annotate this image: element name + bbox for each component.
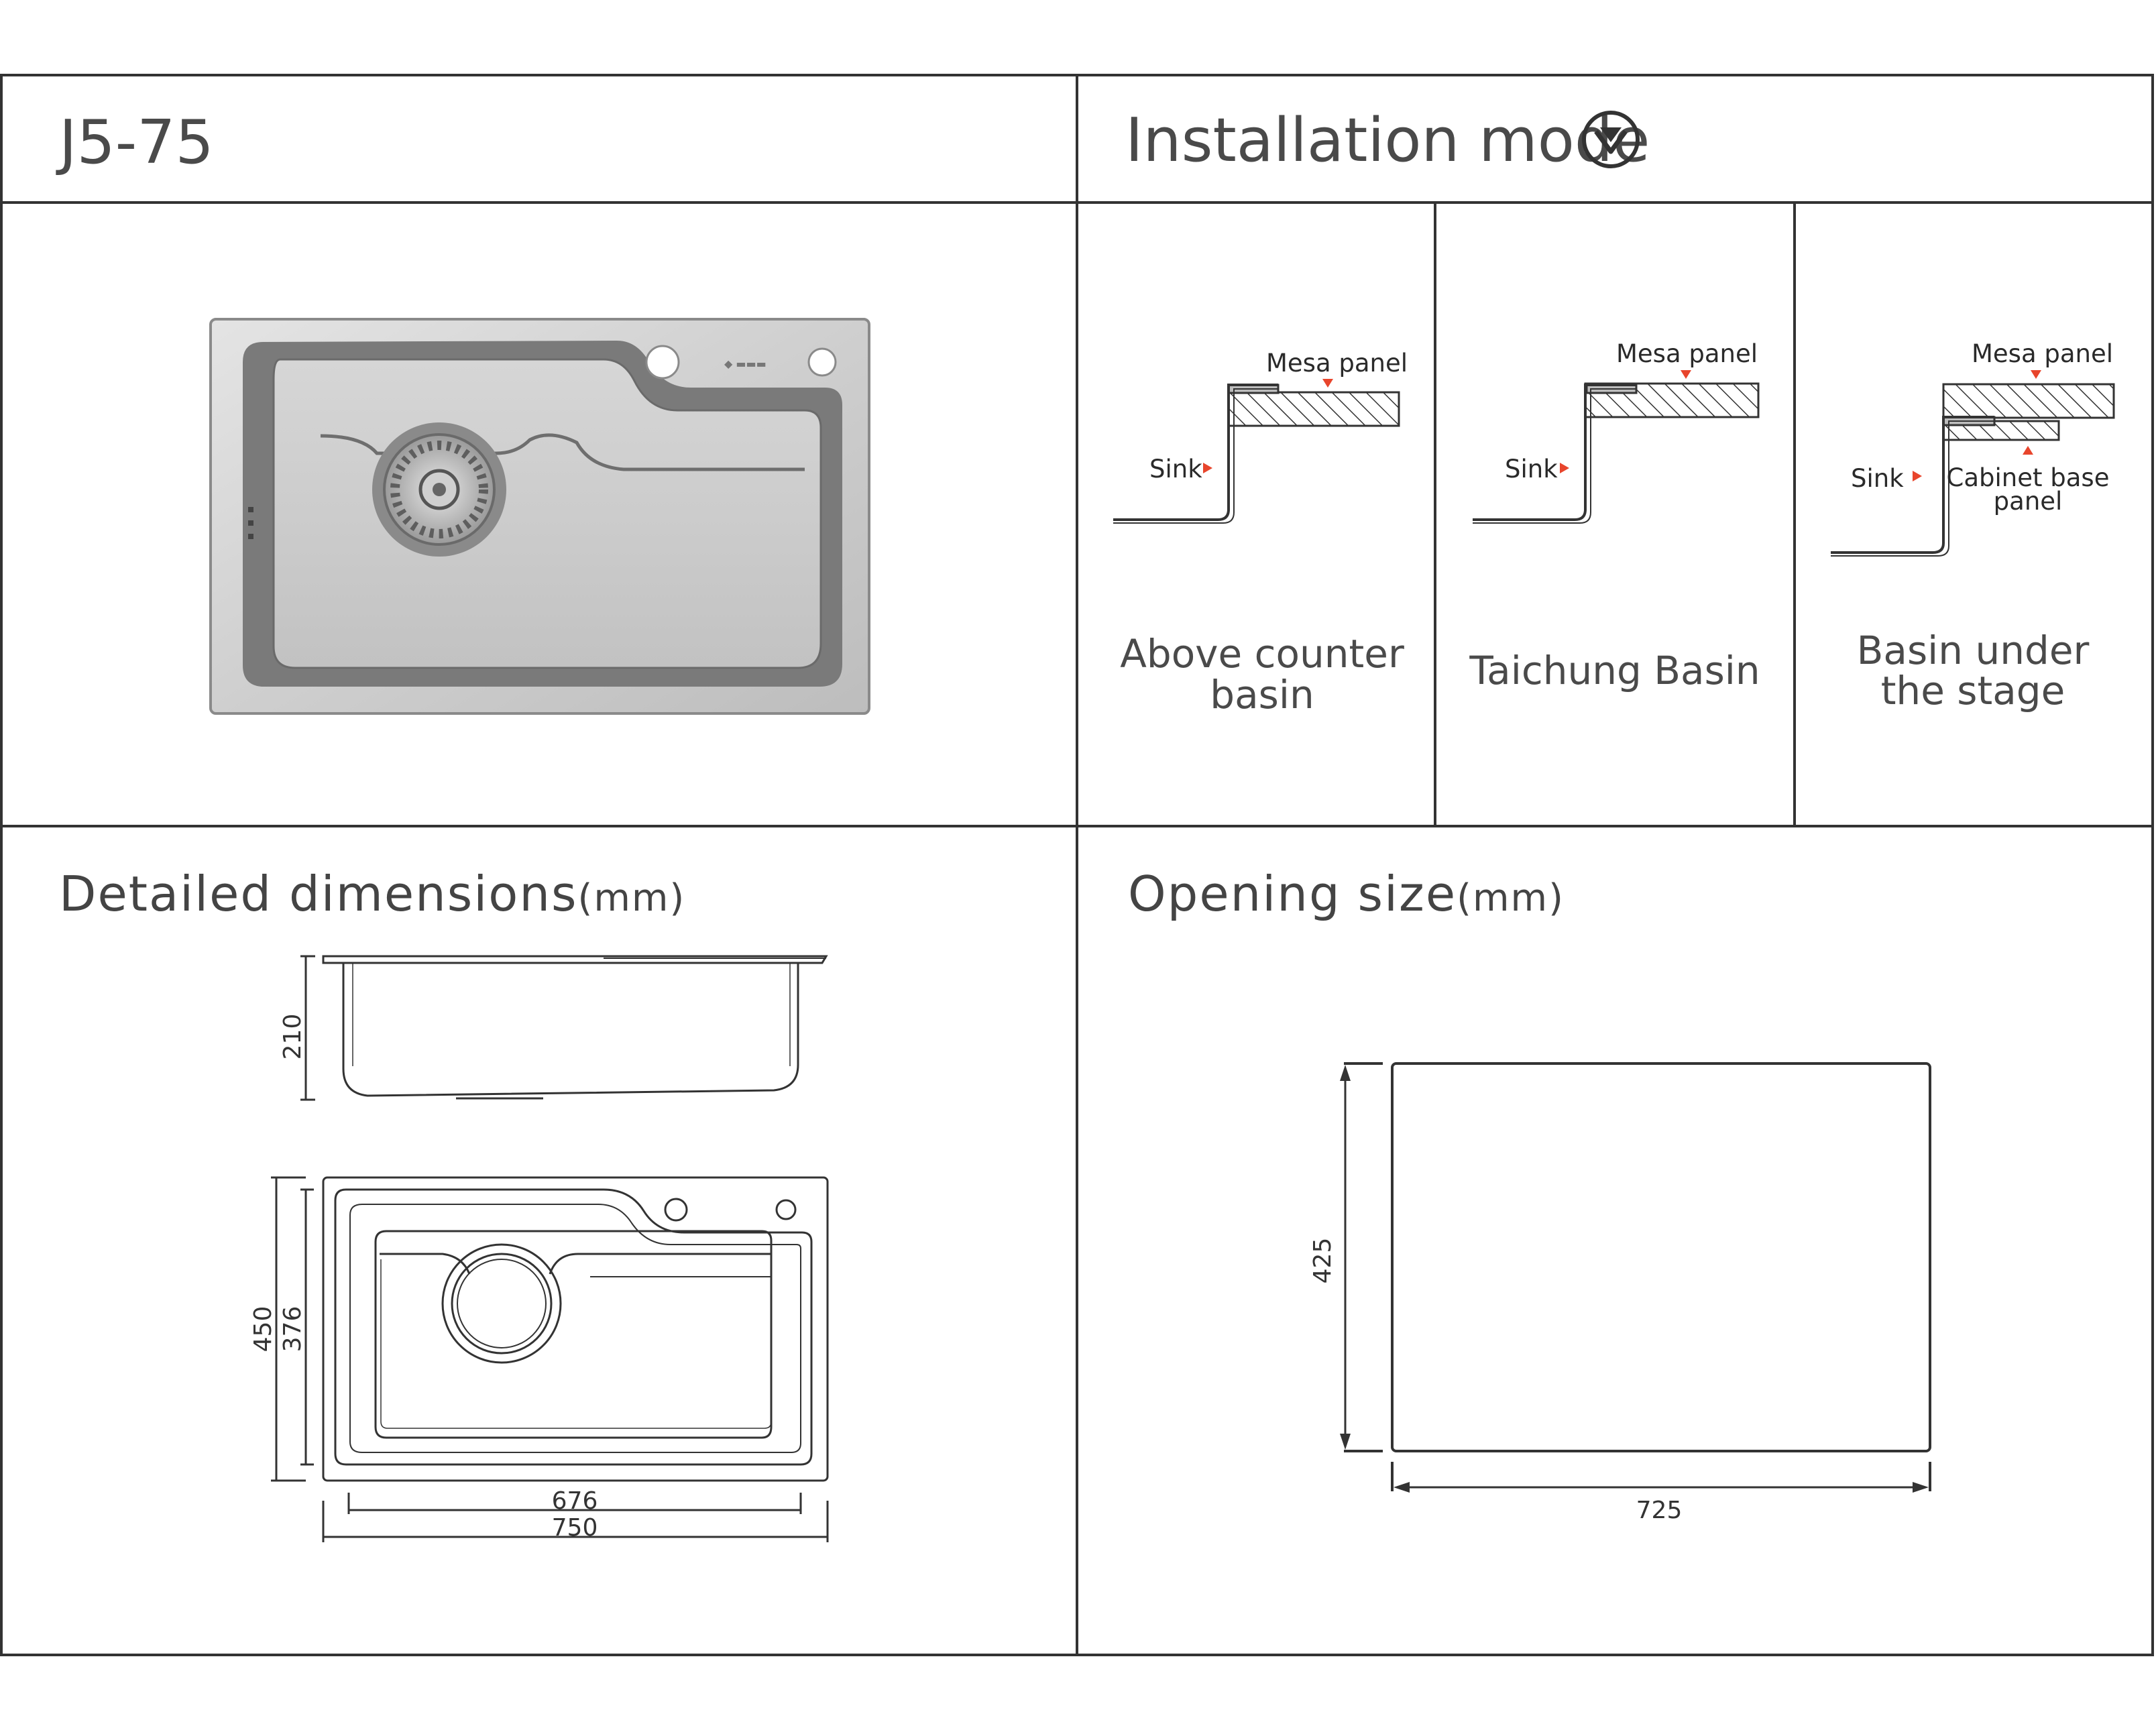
cabinet-base-label: Cabinet base (1947, 463, 2110, 492)
detailed-dimensions-title: Detailed dimensions(mm) (59, 866, 685, 922)
opening-width-dimension: 725 (1636, 1497, 1683, 1524)
opening-size-title: Opening size(mm) (1128, 866, 1565, 922)
mode-name-line2: the stage (1881, 668, 2065, 713)
sink-side-view (300, 955, 828, 1101)
panel-label: Mesa panel (1616, 339, 1758, 368)
table-grid (0, 74, 2154, 1656)
mode-name-line1: Above counter (1120, 631, 1404, 677)
outer-length-dimension: 450 (249, 1306, 277, 1353)
chevron-down-icon (1582, 111, 1640, 168)
inner-length-dimension: 376 (279, 1306, 306, 1353)
sink-label: Sink (1505, 455, 1558, 483)
model-title: J5-75 (56, 107, 214, 178)
install-mode-under-stage: Mesa panel Cabinet base panel Sink Basin… (1831, 339, 2115, 713)
sink-product-image: ◆ ▬▬▬ (209, 318, 870, 715)
mode-name-line1: Taichung Basin (1469, 648, 1760, 693)
panel-label: Mesa panel (1972, 339, 2113, 368)
panel-label: Mesa panel (1266, 349, 1408, 378)
install-mode-above-counter: Mesa panel Sink Above counter basin (1113, 349, 1408, 717)
sink-label: Sink (1149, 455, 1202, 483)
sink-top-view (271, 1176, 829, 1542)
depth-dimension: 210 (279, 1014, 306, 1060)
outer-width-dimension: 750 (552, 1514, 598, 1542)
opening-outline (1340, 1062, 1931, 1493)
mode-name-line2: basin (1210, 672, 1314, 717)
install-mode-taichung: Mesa panel Sink Taichung Basin (1469, 339, 1760, 693)
inner-width-dimension: 676 (552, 1487, 598, 1515)
opening-height-dimension: 425 (1309, 1238, 1337, 1284)
sink-label: Sink (1851, 464, 1904, 493)
mode-name-line1: Basin under (1857, 628, 2090, 673)
installation-mode-title: Installation mode (1125, 105, 1650, 176)
svg-text:◆ ▬▬▬: ◆ ▬▬▬ (724, 357, 767, 370)
cabinet-base-label-line2: panel (1994, 487, 2063, 516)
